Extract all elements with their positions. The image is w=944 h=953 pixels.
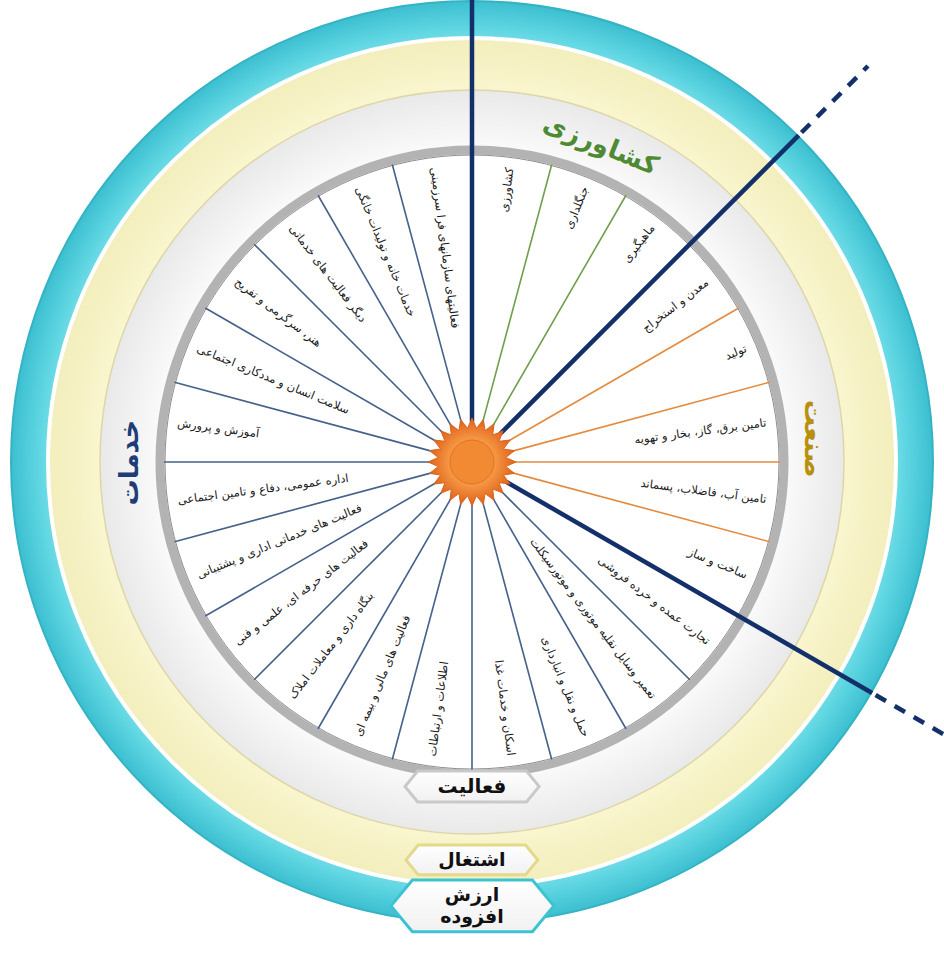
activity-label: تعمیر وسایل نقلیه موتوری و موتورسیکلت (526, 535, 658, 701)
activity-label: خدمات خانه و تولیدات خانگی (352, 185, 418, 319)
sector-heading: خدمات (114, 419, 145, 505)
activity-label: ماهیگیری (621, 222, 659, 266)
hexagon-tag: ارزش افزوده (389, 878, 556, 934)
activity-label: اداره عمومی، دفاع و تامین اجتماعی (177, 471, 350, 507)
tag-text: اشتغال (438, 849, 505, 871)
sunburst-star (428, 418, 516, 506)
activity-label: اطلاعات و ارتباطات (426, 660, 452, 757)
activity-label: ساخت و ساز (686, 545, 750, 582)
activity-spoke (482, 501, 551, 760)
activity-label: فعالیتهای سازمانهای فرا سرزمینی (427, 166, 462, 329)
hexagon-shape (405, 771, 539, 802)
hexagon-shape (391, 880, 554, 932)
activity-spoke (492, 195, 626, 427)
hexagon-tag: فعالیت (403, 769, 541, 804)
activity-spoke (512, 461, 780, 463)
activity-label: هنر، سرگرمی و تفریح (232, 276, 324, 351)
activity-spoke (511, 382, 770, 451)
divider-extension (876, 695, 944, 742)
activity-label: معدن و استخراج (640, 276, 712, 335)
tag-text: ارزش افزوده (432, 884, 512, 928)
activity-label: فعالیت های مالی و بیمه ای (352, 614, 414, 739)
activity-label: تامین برق، گاز، بخار و تهویه (634, 416, 768, 447)
activity-spoke (318, 497, 452, 729)
sector-heading: صنعت (798, 399, 829, 477)
value-added-ring (11, 1, 933, 923)
spoke-lines (164, 0, 944, 770)
activity-label: تولید (723, 342, 749, 363)
activity-label: دیگر فعالیت های خدماتی (286, 222, 369, 325)
activity-label: آموزش و پرورش (177, 416, 261, 440)
activity-label: تامین آب، فاضلاب، پسماند (640, 477, 768, 507)
activity-label: حمل و نقل و انبارداری (538, 634, 592, 739)
activity-spoke (471, 502, 473, 770)
sunburst (428, 418, 516, 506)
hexagon-tag: اشتغال (404, 843, 540, 877)
divider-extension (802, 66, 868, 132)
activity-spoke (164, 461, 432, 463)
activity-spoke (500, 490, 690, 680)
sunburst-core (450, 440, 494, 484)
activity-label: جنگلداری (562, 185, 592, 231)
tag-text: فعالیت (438, 775, 507, 798)
sector-divider (470, 0, 475, 422)
activity-label: سلامت انسان و مددکاری اجتماعی (195, 342, 352, 417)
activity-label: کشاورزی (498, 167, 518, 213)
sector-heading: کشاورزی (538, 108, 662, 182)
hexagon-shape (406, 845, 538, 875)
activity-label: اسکان و خدمات غذا (491, 659, 517, 757)
activity-label: بنگاه داری و معاملات املاک (286, 589, 377, 701)
activity-spoke (205, 308, 437, 442)
